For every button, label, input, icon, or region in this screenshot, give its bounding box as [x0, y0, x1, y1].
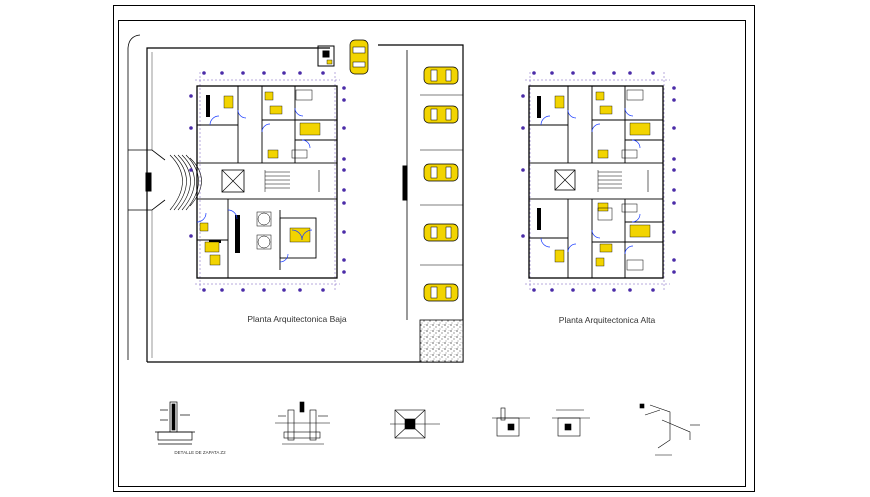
detail-footing	[155, 401, 195, 445]
parked-cars	[349, 39, 459, 302]
entrance-stair	[169, 154, 202, 211]
sheet-border	[113, 5, 755, 492]
detail-isometric-connection	[639, 403, 700, 456]
car-icon	[349, 39, 369, 75]
car-icon	[423, 105, 459, 124]
detail-column-plan	[390, 409, 440, 439]
floor-plan-upper	[521, 71, 676, 292]
plan-upper-title: Planta Arquitectonica Alta	[559, 315, 656, 325]
site-plan	[127, 34, 464, 363]
car-icon	[423, 223, 459, 242]
car-icon	[423, 66, 459, 85]
detail-foundation-section	[275, 401, 330, 445]
detail-footing-label: DETALLE DE ZAPATA Z2	[174, 450, 226, 455]
detail-beam-a	[492, 407, 530, 437]
car-icon	[423, 283, 459, 302]
floor-plan-lower	[189, 71, 346, 292]
car-icon	[423, 163, 459, 182]
plan-lower-title: Planta Arquitectonica Baja	[247, 314, 347, 324]
detail-beam-b	[552, 409, 590, 437]
